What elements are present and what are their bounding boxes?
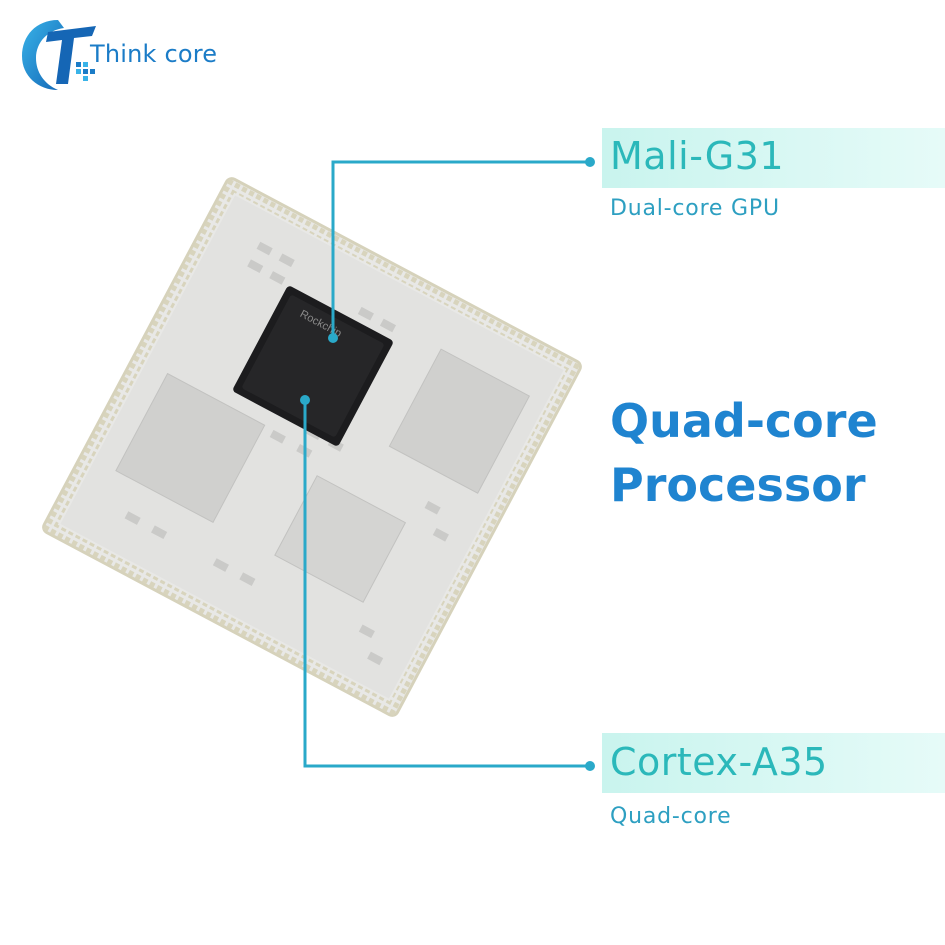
headline-line2: Processor (610, 458, 866, 512)
logo-brand-name: Think core (90, 40, 218, 68)
module-board (41, 176, 583, 718)
callout-band-cpu (602, 733, 945, 793)
processor-chip (233, 286, 393, 446)
callout-title-cpu: Cortex-A35 (610, 740, 828, 784)
callout-subtitle-gpu: Dual-core GPU (610, 196, 780, 221)
headline-line1: Quad-core (610, 394, 878, 448)
think-core-logo-icon (22, 20, 96, 90)
callout-band-gpu (602, 128, 945, 188)
callout-subtitle-cpu: Quad-core (610, 804, 732, 829)
callout-title-gpu: Mali-G31 (610, 134, 785, 178)
